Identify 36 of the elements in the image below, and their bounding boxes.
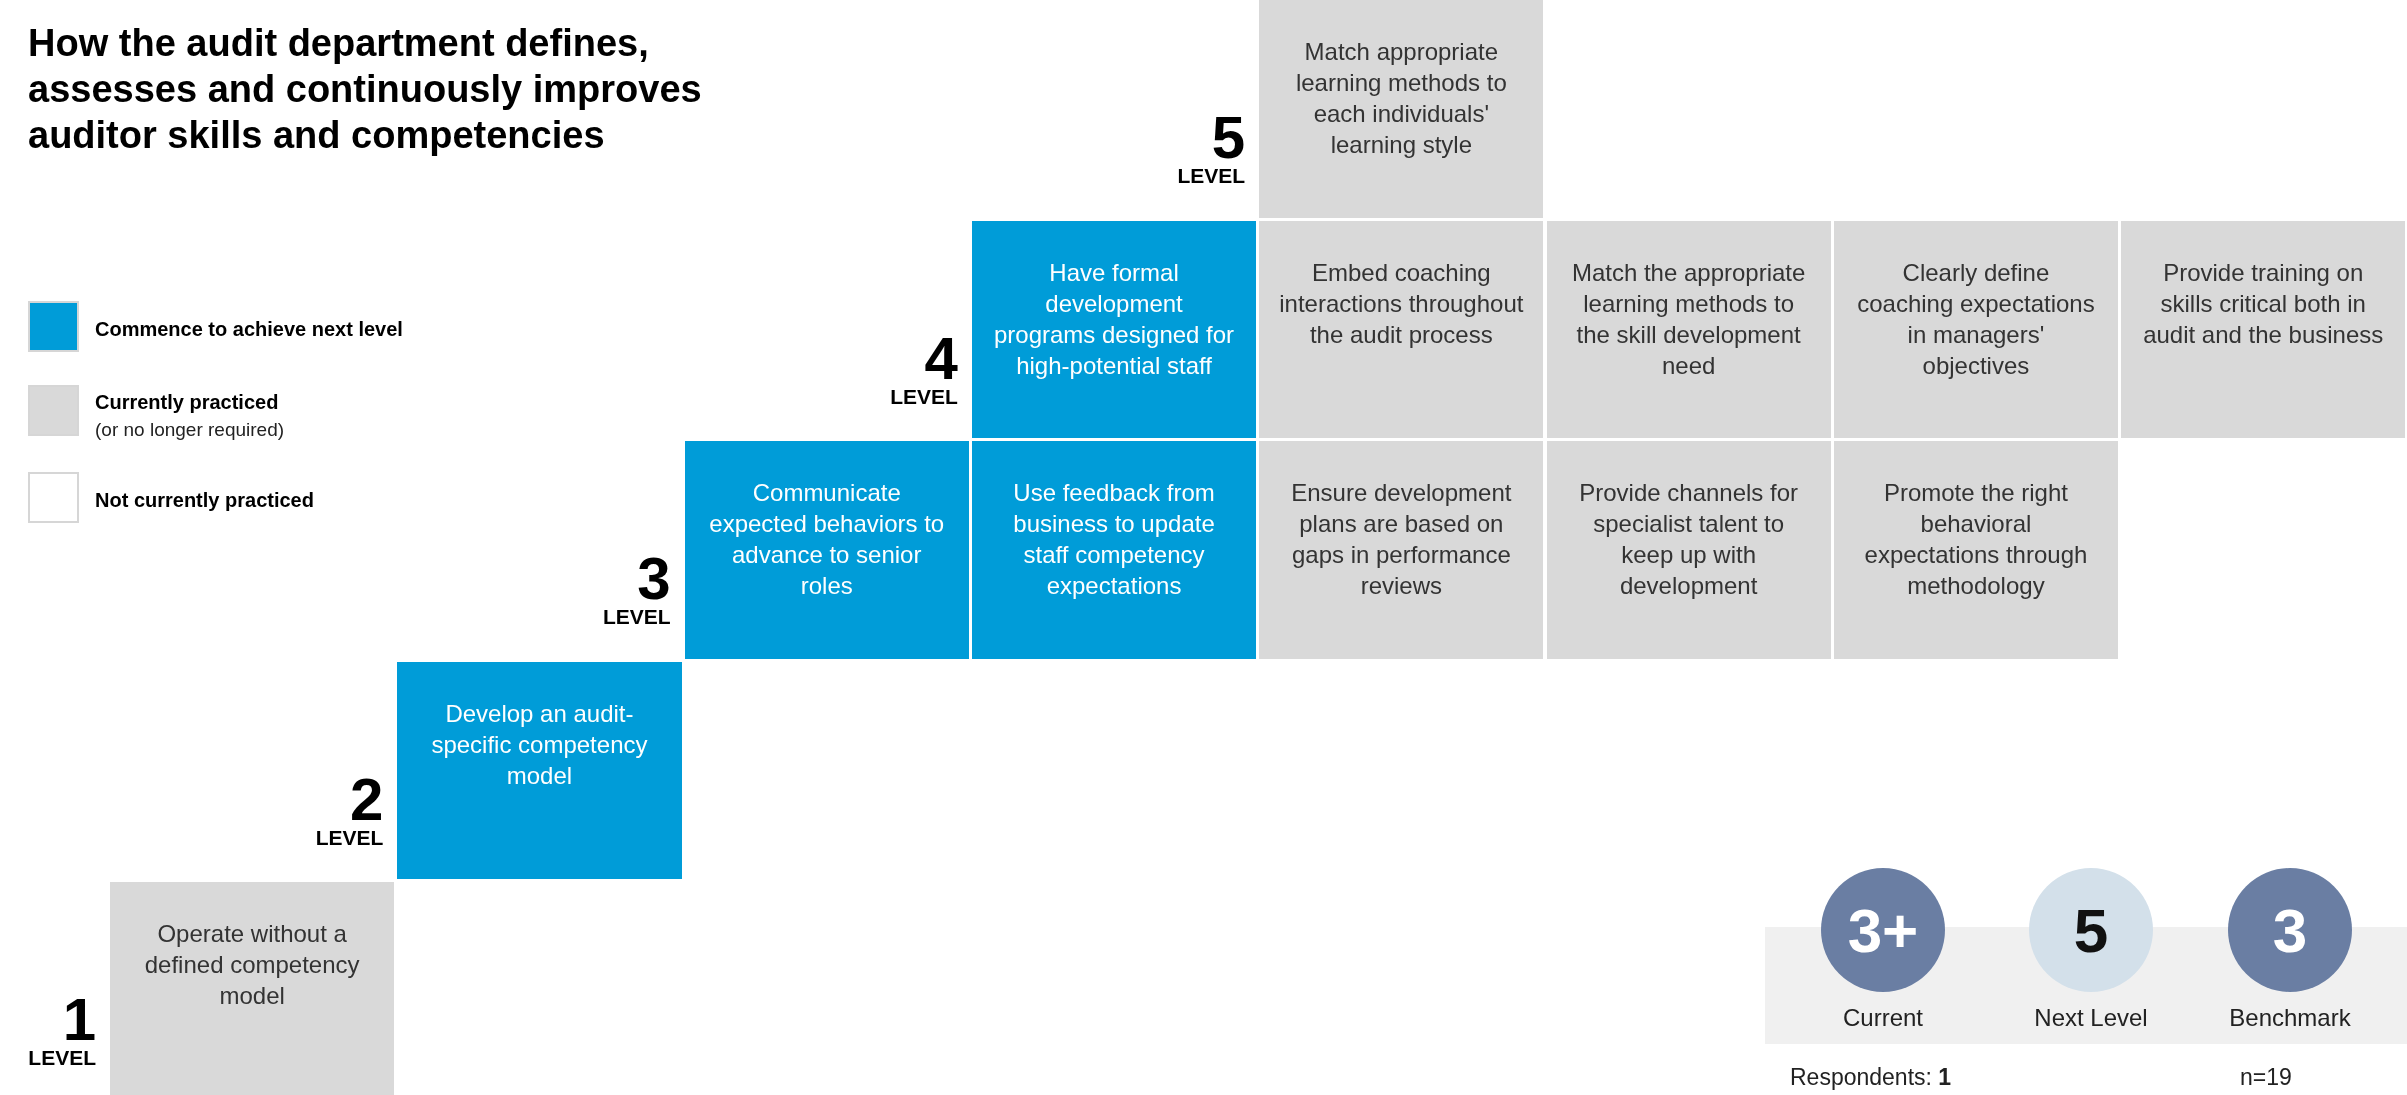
legend-label: Commence to achieve next level <box>95 317 403 342</box>
practice-box <box>971 220 1257 438</box>
box-text: Provide training on skills critical both in audit and the business <box>2142 257 2385 350</box>
practice-box <box>1259 0 1544 218</box>
score-caption: Benchmark <box>2228 1003 2352 1033</box>
practice-box <box>1546 220 1831 438</box>
box-text: Match the appropriate learning methods to the skill development need <box>1570 257 1807 381</box>
practice-box <box>397 661 682 879</box>
box-text: Match appropriate learning methods to each individuals' learning style <box>1294 37 1508 160</box>
footnote: Respondents: 1 <box>1790 1063 1952 1092</box>
box-text: Provide channels for specialist talent to keep up with development <box>1578 478 1800 601</box>
footnote: n=19 <box>2240 1063 2292 1092</box>
box-text: Embed coaching interactions throughout the audit process <box>1279 257 1524 350</box>
box-text: Ensure development plans are based on gaps in performance reviews <box>1290 478 1513 601</box>
practice-box <box>1833 220 2119 438</box>
box-text: Communicate expected behaviors to advance to senior roles <box>708 478 946 601</box>
box-text: Develop an audit-specific competency model <box>430 698 649 791</box>
practice-box <box>1259 220 1544 438</box>
practice-box <box>1259 441 1544 659</box>
box-text: Have formal development programs designed for high-potential staff <box>992 257 1236 381</box>
legend-note: (or no longer required) <box>95 418 285 442</box>
practice-box <box>1546 441 1831 659</box>
practice-box <box>110 882 395 1095</box>
practice-box <box>2121 220 2406 438</box>
legend-label: Not currently practiced <box>95 488 314 513</box>
box-text: Operate without a defined competency model <box>143 919 361 1011</box>
score-caption: Current <box>1842 1003 1924 1033</box>
practice-box <box>971 441 1257 659</box>
practice-box <box>684 441 969 659</box>
title: How the audit department defines, assesses and continuously improves auditor skills and competencies <box>28 21 703 158</box>
box-text: Use feedback from business to update staff competency expectations <box>1012 478 1216 601</box>
legend-label: Currently practiced <box>95 390 279 415</box>
box-text: Clearly define coaching expectations in managers' objectives <box>1856 257 2096 381</box>
practice-box <box>1833 441 2119 659</box>
score-caption: Next Level <box>2033 1003 2149 1033</box>
box-text: Promote the right behavioral expectations through methodology <box>1863 478 2089 601</box>
